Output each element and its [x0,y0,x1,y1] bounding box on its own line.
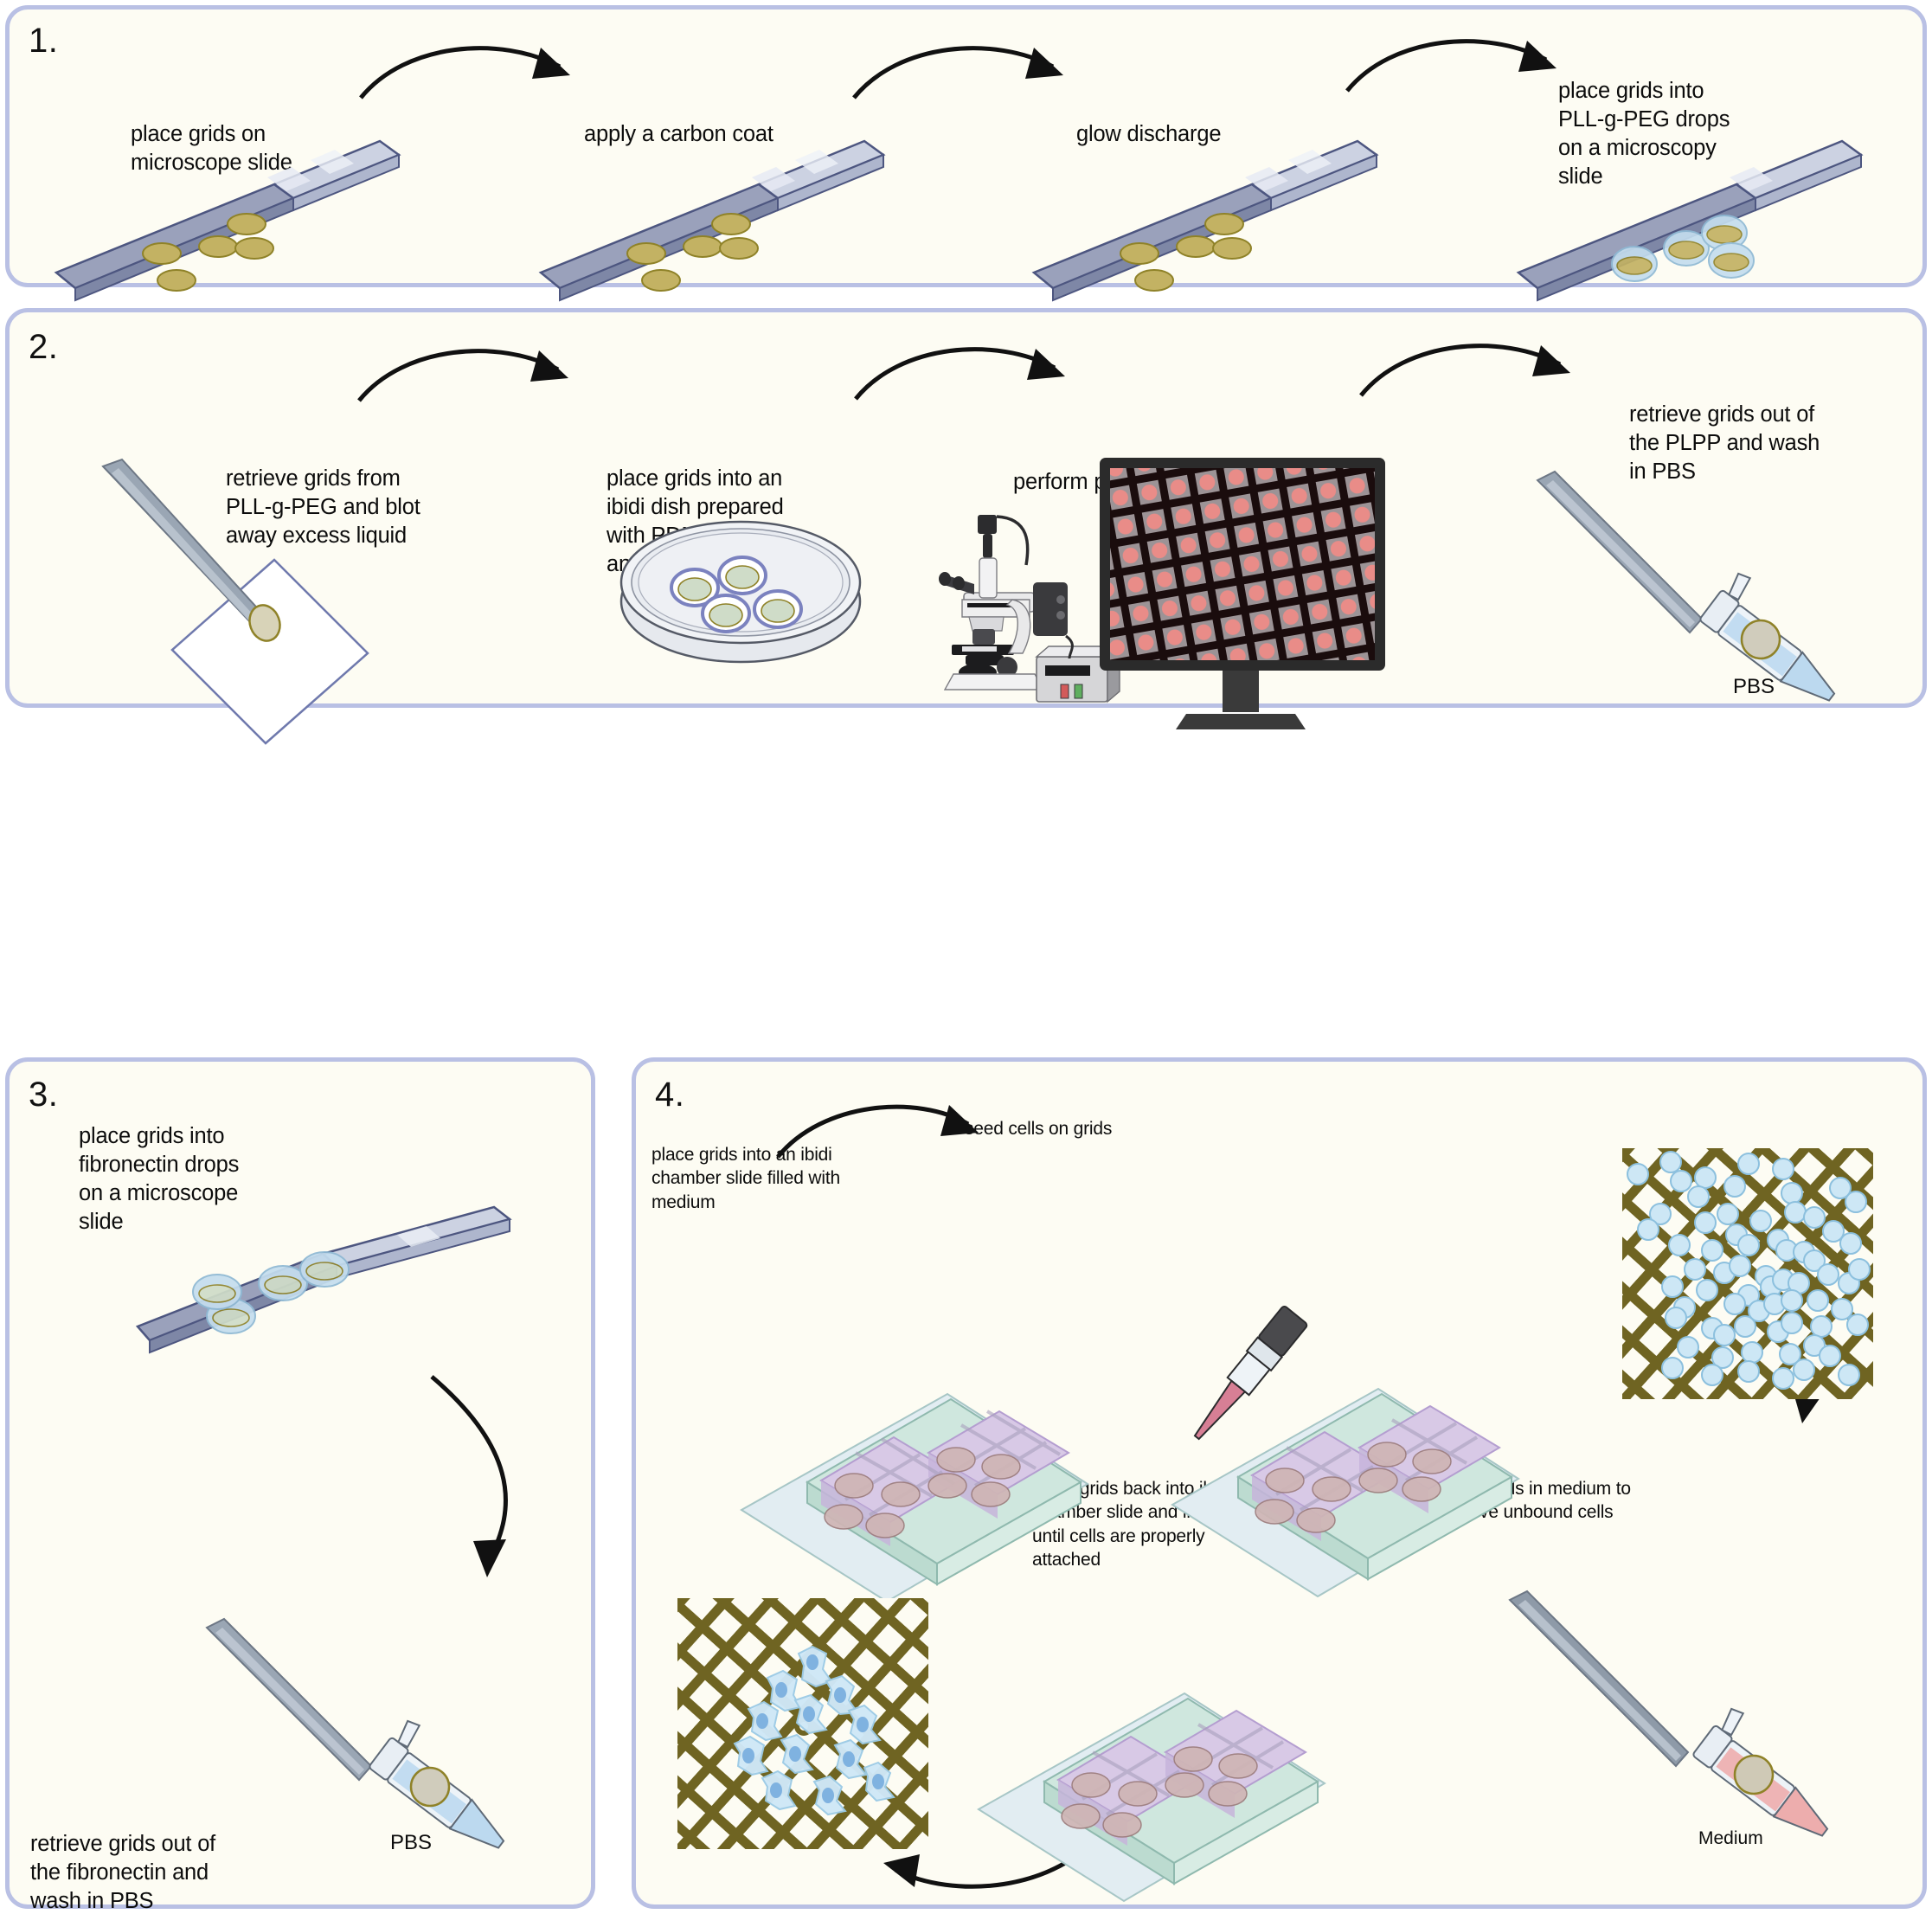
ibidi-chamber-slide-2-with-pipette [1171,1306,1520,1598]
grid-mesh-with-round-cells [1622,1148,1873,1399]
flow-arrow-7-down [430,1375,508,1577]
petri-dish-with-pdms-stencils [619,520,862,664]
flow-arrow-1 [359,46,570,100]
panel-3-number: 3. [29,1076,59,1114]
microscope-slide-2 [538,139,886,302]
ibidi-chamber-slide-3 [977,1692,1326,1903]
tube-label-pbs-panel2: PBS [1733,675,1775,698]
step-label-place-into-chamber-slide: place grids into an ibidi chamber slide … [651,1145,840,1212]
panel-4: 4. place grids into an ibidi chamber sli… [632,1057,1927,1909]
ibidi-chamber-slide-1 [740,1392,1089,1603]
flow-arrow-3 [1345,39,1557,93]
microscope-slide-1 [54,139,401,302]
flow-arrow-8 [776,1104,979,1159]
step-label-glow-discharge: glow discharge [1076,122,1222,146]
step-label-place-grids-on-slide: place grids on microscope slide [131,122,292,176]
step-label-retrieve-out-of-plpp: retrieve grids out of the PLPP and wash … [1629,402,1820,485]
step-label-place-grids-pllgpeg: place grids into PLL-g-PEG drops on a mi… [1558,79,1730,189]
pipette-icon [1193,1306,1308,1441]
panel-4-number: 4. [655,1076,685,1114]
tweezers-with-medium-tube: Medium [1508,1590,1829,1848]
panel-2: 2. retrieve grids from PLL-g-PEG and blo… [5,308,1927,745]
step-label-retrieve-out-of-fibronectin: retrieve grids out of the fibronectin an… [30,1832,216,1914]
monitor-showing-photopattern [1100,458,1385,729]
microscope-slide-4-droplets [1516,139,1864,302]
flow-arrow-5 [854,347,1065,401]
grid-mesh-with-spread-cells [677,1598,928,1849]
microscope-icon [939,515,1121,703]
panel-3: 3. place grids into fibronectin drops on… [5,1057,595,1913]
tube-label-pbs-panel3: PBS [390,1831,432,1854]
panel-2-number: 2. [29,328,59,366]
step-label-seed-cells-on-grids: seed cells on grids [965,1119,1113,1139]
step-label-place-into-fibronectin: place grids into fibronectin drops on a … [79,1124,240,1235]
flow-arrow-4 [357,349,568,402]
tweezers-with-pbs-tube-panel3: PBS [205,1617,505,1854]
microscope-slide-3 [1031,139,1379,302]
tube-label-medium: Medium [1698,1828,1763,1848]
step-label-apply-carbon-coat: apply a carbon coat [584,122,773,146]
microscope-slide-fibronectin-droplets [135,1205,512,1354]
panel-1: 1. place grids on microscope slide apply… [5,5,1927,302]
flow-arrow-6 [1359,344,1570,397]
step-label-retrieve-from-pllgpeg: retrieve grids from PLL-g-PEG and blot a… [226,466,420,549]
flow-arrow-2 [852,46,1063,100]
tweezers-with-pbs-tube: PBS [1536,470,1836,702]
panel-1-number: 1. [29,22,59,60]
tweezers-with-grid-on-paper [101,458,369,745]
